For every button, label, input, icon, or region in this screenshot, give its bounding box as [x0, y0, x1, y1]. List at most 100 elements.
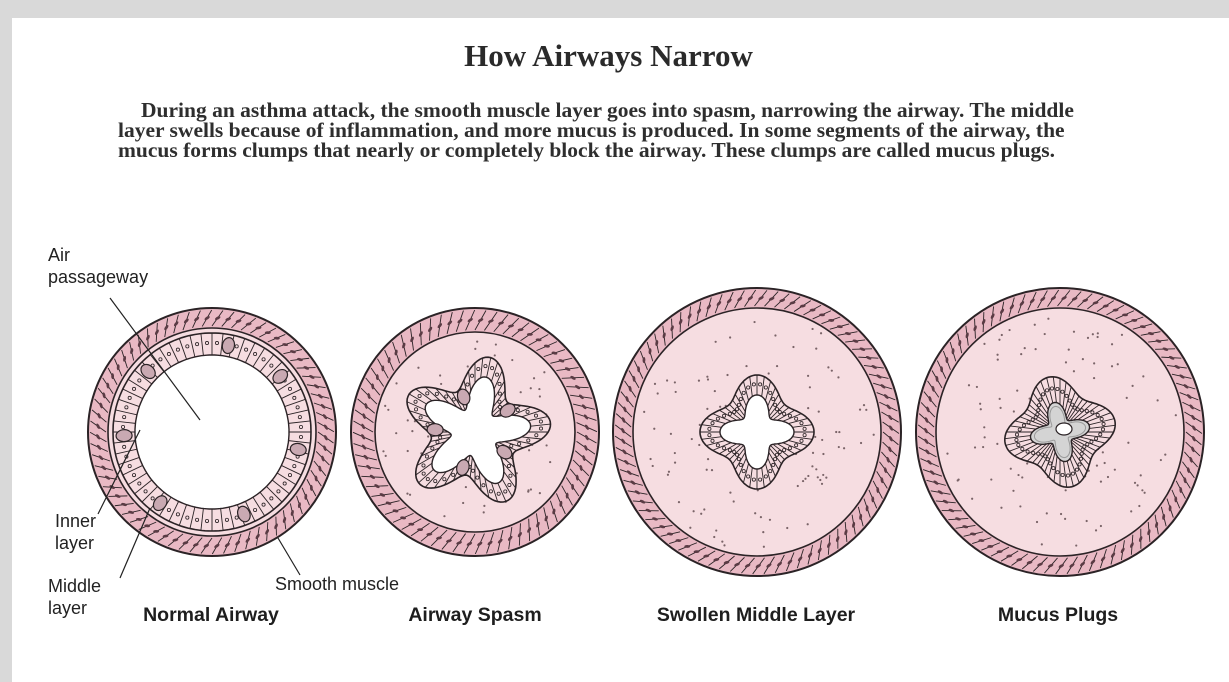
tissue-dot — [1121, 334, 1123, 336]
tissue-dot — [997, 358, 999, 360]
tissue-dot — [713, 536, 715, 538]
tissue-dot — [980, 408, 982, 410]
tissue-dot — [1127, 442, 1129, 444]
tissue-dot — [1175, 414, 1177, 416]
tissue-dot — [1017, 474, 1019, 476]
tissue-dot — [1036, 521, 1038, 523]
tissue-dot — [533, 377, 535, 379]
caption-airway-spasm: Airway Spasm — [375, 604, 575, 627]
tissue-dot — [698, 444, 700, 446]
tissue-dot — [675, 391, 677, 393]
tissue-dot — [807, 407, 809, 409]
tissue-dot — [1130, 510, 1132, 512]
tissue-dot — [1086, 520, 1088, 522]
muscle-nucleus — [1174, 496, 1177, 502]
tissue-dot — [1097, 332, 1099, 334]
tissue-dot — [809, 386, 811, 388]
tissue-dot — [495, 343, 497, 345]
tissue-dot — [384, 405, 386, 407]
tissue-dot — [406, 493, 408, 495]
tissue-dot — [976, 386, 978, 388]
caption-swollen-middle-layer: Swollen Middle Layer — [621, 604, 891, 627]
label-air-passageway: Air passageway — [48, 244, 148, 288]
tissue-dot — [483, 511, 485, 513]
tissue-dot — [860, 442, 862, 444]
tissue-dot — [723, 544, 725, 546]
tissue-dot — [706, 408, 708, 410]
tissue-dot — [474, 348, 476, 350]
tissue-dot — [443, 515, 445, 517]
muscle-nucleus — [871, 496, 874, 502]
tissue-dot — [998, 339, 1000, 341]
tissue-dot — [763, 546, 765, 548]
tissue-dot — [1044, 333, 1046, 335]
tissue-dot — [1075, 544, 1077, 546]
tissue-dot — [1012, 490, 1014, 492]
tissue-dot — [395, 382, 397, 384]
tissue-dot — [668, 471, 670, 473]
tissue-dot — [811, 465, 813, 467]
tissue-dot — [817, 476, 819, 478]
tissue-dot — [838, 431, 840, 433]
tissue-dot — [1082, 358, 1084, 360]
tissue-dot — [1024, 347, 1026, 349]
tissue-dot — [1095, 529, 1097, 531]
tissue-dot — [983, 343, 985, 345]
tissue-dot — [792, 346, 794, 348]
tissue-dot — [527, 489, 529, 491]
tissue-dot — [1065, 361, 1067, 363]
tissue-dot — [760, 516, 762, 518]
tissue-dot — [1019, 505, 1021, 507]
tissue-dot — [467, 365, 469, 367]
goblet-cell — [427, 423, 444, 436]
tissue-dot — [1117, 363, 1119, 365]
air-passageway — [135, 355, 289, 509]
tissue-dot — [511, 359, 513, 361]
tissue-dot — [691, 438, 693, 440]
tissue-dot — [439, 374, 441, 376]
tissue-dot — [1138, 505, 1140, 507]
tissue-dot — [674, 462, 676, 464]
tissue-dot — [1026, 462, 1028, 464]
tissue-dot — [698, 380, 700, 382]
tissue-dot — [837, 376, 839, 378]
tissue-dot — [706, 469, 708, 471]
tissue-dot — [387, 409, 389, 411]
tissue-dot — [786, 527, 788, 529]
tissue-dot — [427, 435, 429, 437]
tissue-dot — [674, 381, 676, 383]
tissue-dot — [1141, 489, 1143, 491]
tissue-dot — [812, 452, 814, 454]
tissue-dot — [707, 378, 709, 380]
tissue-dot — [865, 409, 867, 411]
tissue-dot — [957, 479, 959, 481]
tissue-dot — [822, 453, 824, 455]
tissue-dot — [1092, 333, 1094, 335]
tissue-dot — [382, 450, 384, 452]
tissue-dot — [1001, 334, 1003, 336]
tissue-dot — [1114, 469, 1116, 471]
tissue-dot — [1013, 410, 1015, 412]
tissue-dot — [494, 354, 496, 356]
tissue-dot — [476, 341, 478, 343]
tissue-dot — [714, 390, 716, 392]
caption-mucus-plugs: Mucus Plugs — [958, 604, 1158, 627]
tissue-dot — [983, 426, 985, 428]
tissue-dot — [753, 321, 755, 323]
tissue-dot — [1020, 353, 1022, 355]
tissue-dot — [678, 501, 680, 503]
tissue-dot — [1068, 349, 1070, 351]
tissue-dot — [769, 519, 771, 521]
tissue-dot — [729, 492, 731, 494]
tissue-dot — [711, 469, 713, 471]
tissue-dot — [407, 419, 409, 421]
tissue-dot — [385, 455, 387, 457]
airway-spasm-diagram — [351, 308, 599, 556]
tissue-dot — [483, 505, 485, 507]
leader-smooth-muscle — [278, 538, 300, 575]
tissue-dot — [745, 365, 747, 367]
tissue-dot — [465, 486, 467, 488]
tissue-dot — [1126, 397, 1128, 399]
tissue-dot — [762, 531, 764, 533]
